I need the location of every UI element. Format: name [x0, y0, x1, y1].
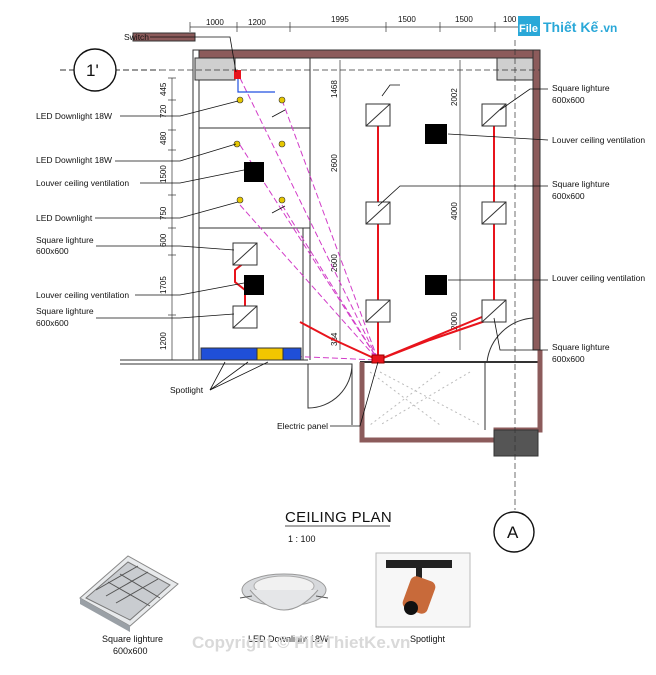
dim-top-5: 1500 [455, 15, 473, 24]
dim-inner-6: 4000 [450, 202, 459, 220]
square-light [365, 201, 391, 225]
left-dimension-texts: 445 720 480 1500 750 600 1705 1200 [159, 82, 168, 350]
grid-label-col: A [507, 523, 519, 542]
label-square-left-2a: Square lighture [36, 306, 94, 316]
square-light [481, 299, 507, 323]
legend-captions: Square lighture 600x600 LED Downlight 18… [102, 634, 446, 656]
label-square-right-3a: Square lighture [552, 342, 610, 352]
downlight [278, 140, 286, 148]
dim-inner-7: 2000 [450, 312, 459, 330]
downlight [236, 96, 244, 104]
label-square-right-1b: 600x600 [552, 95, 585, 105]
dim-left-2: 720 [159, 104, 168, 118]
right-wall [532, 49, 541, 351]
dim-left-1: 445 [159, 82, 168, 96]
dim-left-8: 1200 [159, 332, 168, 350]
spotlight-strip [200, 347, 302, 361]
square-light [232, 242, 258, 266]
callout-labels: Switch LED Downlight 18W LED Downlight 1… [36, 32, 645, 431]
grid-label-row: 1' [86, 61, 99, 80]
square-light [365, 103, 391, 127]
downlight [278, 196, 286, 204]
label-louver-1: Louver ceiling ventilation [36, 178, 129, 188]
legend-spotlight-image [375, 552, 471, 628]
grid-marker-a: A [493, 511, 535, 553]
label-square-right-2b: 600x600 [552, 191, 585, 201]
inner-dimension-texts: 1468 2600 2600 334 2002 4000 2000 [330, 80, 459, 346]
switch-symbol [234, 70, 241, 79]
dim-left-4: 1500 [159, 165, 168, 183]
legend-spotlight-caption: Spotlight [410, 634, 446, 644]
label-square-right-1a: Square lighture [552, 83, 610, 93]
label-square-left-2b: 600x600 [36, 318, 69, 328]
dim-top-1: 1000 [206, 18, 224, 27]
label-louver-2: Louver ceiling ventilation [36, 290, 129, 300]
label-switch: Switch [124, 32, 149, 42]
louver-vent [425, 275, 447, 295]
leader-lines [95, 36, 549, 427]
dimension-lines [160, 22, 540, 510]
dim-top-2: 1200 [248, 18, 266, 27]
electric-panel-symbol [371, 354, 385, 364]
legend-downlight-caption: LED Downlight 18W [248, 634, 329, 644]
downlight [233, 140, 241, 148]
label-led-18w-1: LED Downlight 18W [36, 111, 112, 121]
label-led-1: LED Downlight [36, 213, 93, 223]
label-square-left-1b: 600x600 [36, 246, 69, 256]
label-electric-panel: Electric panel [277, 421, 328, 431]
dim-left-5: 750 [159, 206, 168, 220]
downlight [278, 96, 286, 104]
label-louver-right-1: Louver ceiling ventilation [552, 135, 645, 145]
wire-right [377, 110, 495, 361]
dim-left-3: 480 [159, 131, 168, 145]
legend-square-caption-2: 600x600 [113, 646, 148, 656]
louver-vent [244, 162, 264, 182]
louver-vent [425, 124, 447, 144]
top-wall [194, 49, 541, 59]
plan-scale: 1 : 100 [288, 534, 316, 544]
label-led-18w-2: LED Downlight 18W [36, 155, 112, 165]
square-light [481, 201, 507, 225]
label-square-right-3b: 600x600 [552, 354, 585, 364]
grid-marker-1: 1' [60, 48, 160, 92]
louver-vent [244, 275, 264, 295]
downlights [233, 96, 286, 204]
dim-inner-3: 2600 [330, 254, 339, 272]
logo-suffix: .vn [600, 21, 617, 35]
dim-inner-1: 1468 [330, 80, 339, 98]
square-light [232, 305, 258, 329]
label-louver-right-2: Louver ceiling ventilation [552, 273, 645, 283]
watermark-footer: Copyright © FileThietKe.vn [192, 633, 410, 652]
label-square-right-2a: Square lighture [552, 179, 610, 189]
square-lights [232, 103, 507, 329]
label-spotlight: Spotlight [170, 385, 204, 395]
legend-square-light-image [79, 555, 179, 632]
dim-inner-5: 2002 [450, 88, 459, 106]
downlight [236, 196, 244, 204]
dim-top-4: 1500 [398, 15, 416, 24]
legend-downlight-image [239, 573, 329, 611]
legend-square-caption-1: Square lighture [102, 634, 163, 644]
label-square-left-1a: Square lighture [36, 235, 94, 245]
left-wall [192, 49, 200, 361]
dim-top-3: 1995 [331, 15, 349, 24]
wire-dashed [239, 77, 379, 361]
dim-top-6: 100 [503, 15, 517, 24]
watermark-logo: File Thiết Kế .vn [518, 16, 617, 36]
louver-vents [244, 124, 447, 295]
square-light [365, 299, 391, 323]
column-bottom-right [493, 429, 539, 457]
dim-left-6: 600 [159, 233, 168, 247]
logo-word1: File [519, 23, 538, 35]
dim-left-7: 1705 [159, 276, 168, 294]
dim-inner-2: 2600 [330, 154, 339, 172]
top-dimension-texts: 1000 1200 1995 1500 1500 100 [206, 15, 517, 27]
column-top-left [194, 57, 236, 81]
plan-title: CEILING PLAN [285, 509, 392, 526]
square-light [481, 103, 507, 127]
logo-word2: Thiết Kế [543, 19, 598, 35]
